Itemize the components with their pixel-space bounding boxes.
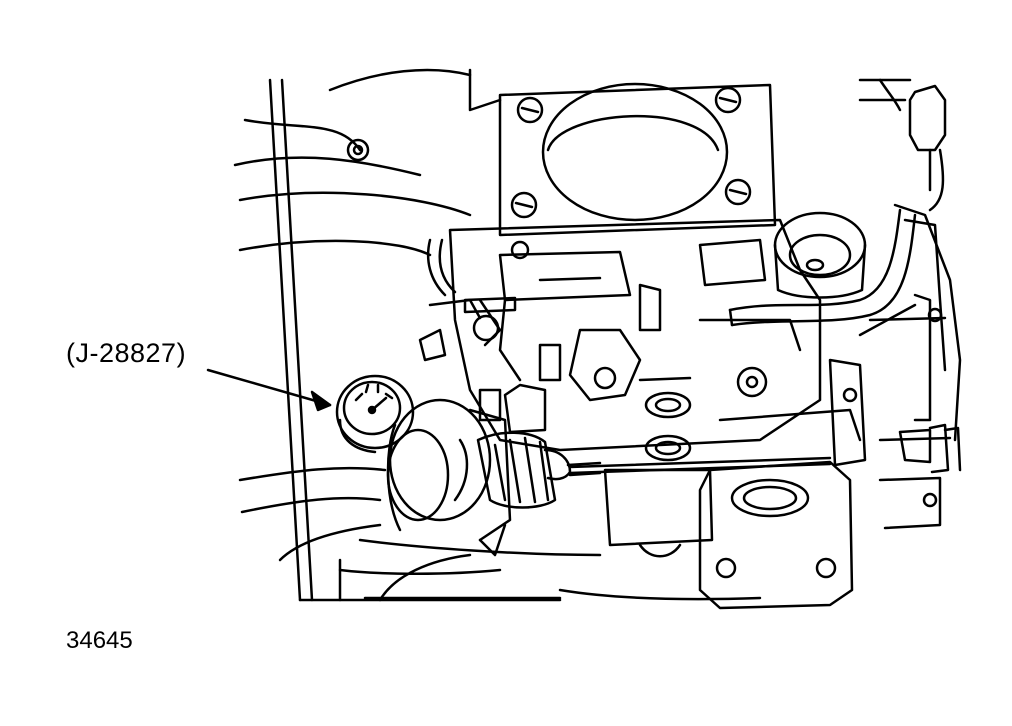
callout-arrow [206,368,332,412]
vacuum-gauge [335,374,415,454]
carburetor-top-cover [498,82,777,237]
fuel-hose [728,203,962,442]
fuel-bowl [773,211,867,299]
vacuum-diaphragm [386,398,832,557]
lower-pan [338,553,562,602]
tool-callout-label: (J-28827) [66,338,187,368]
throttle-linkage [828,293,962,530]
mounting-flange [603,460,854,610]
hose-clamp-bolt [346,138,370,162]
hex-nut [908,84,947,212]
figure-id: 34645 [66,627,133,654]
engine-frame-outline [233,68,912,602]
carburetor-body [418,218,862,462]
